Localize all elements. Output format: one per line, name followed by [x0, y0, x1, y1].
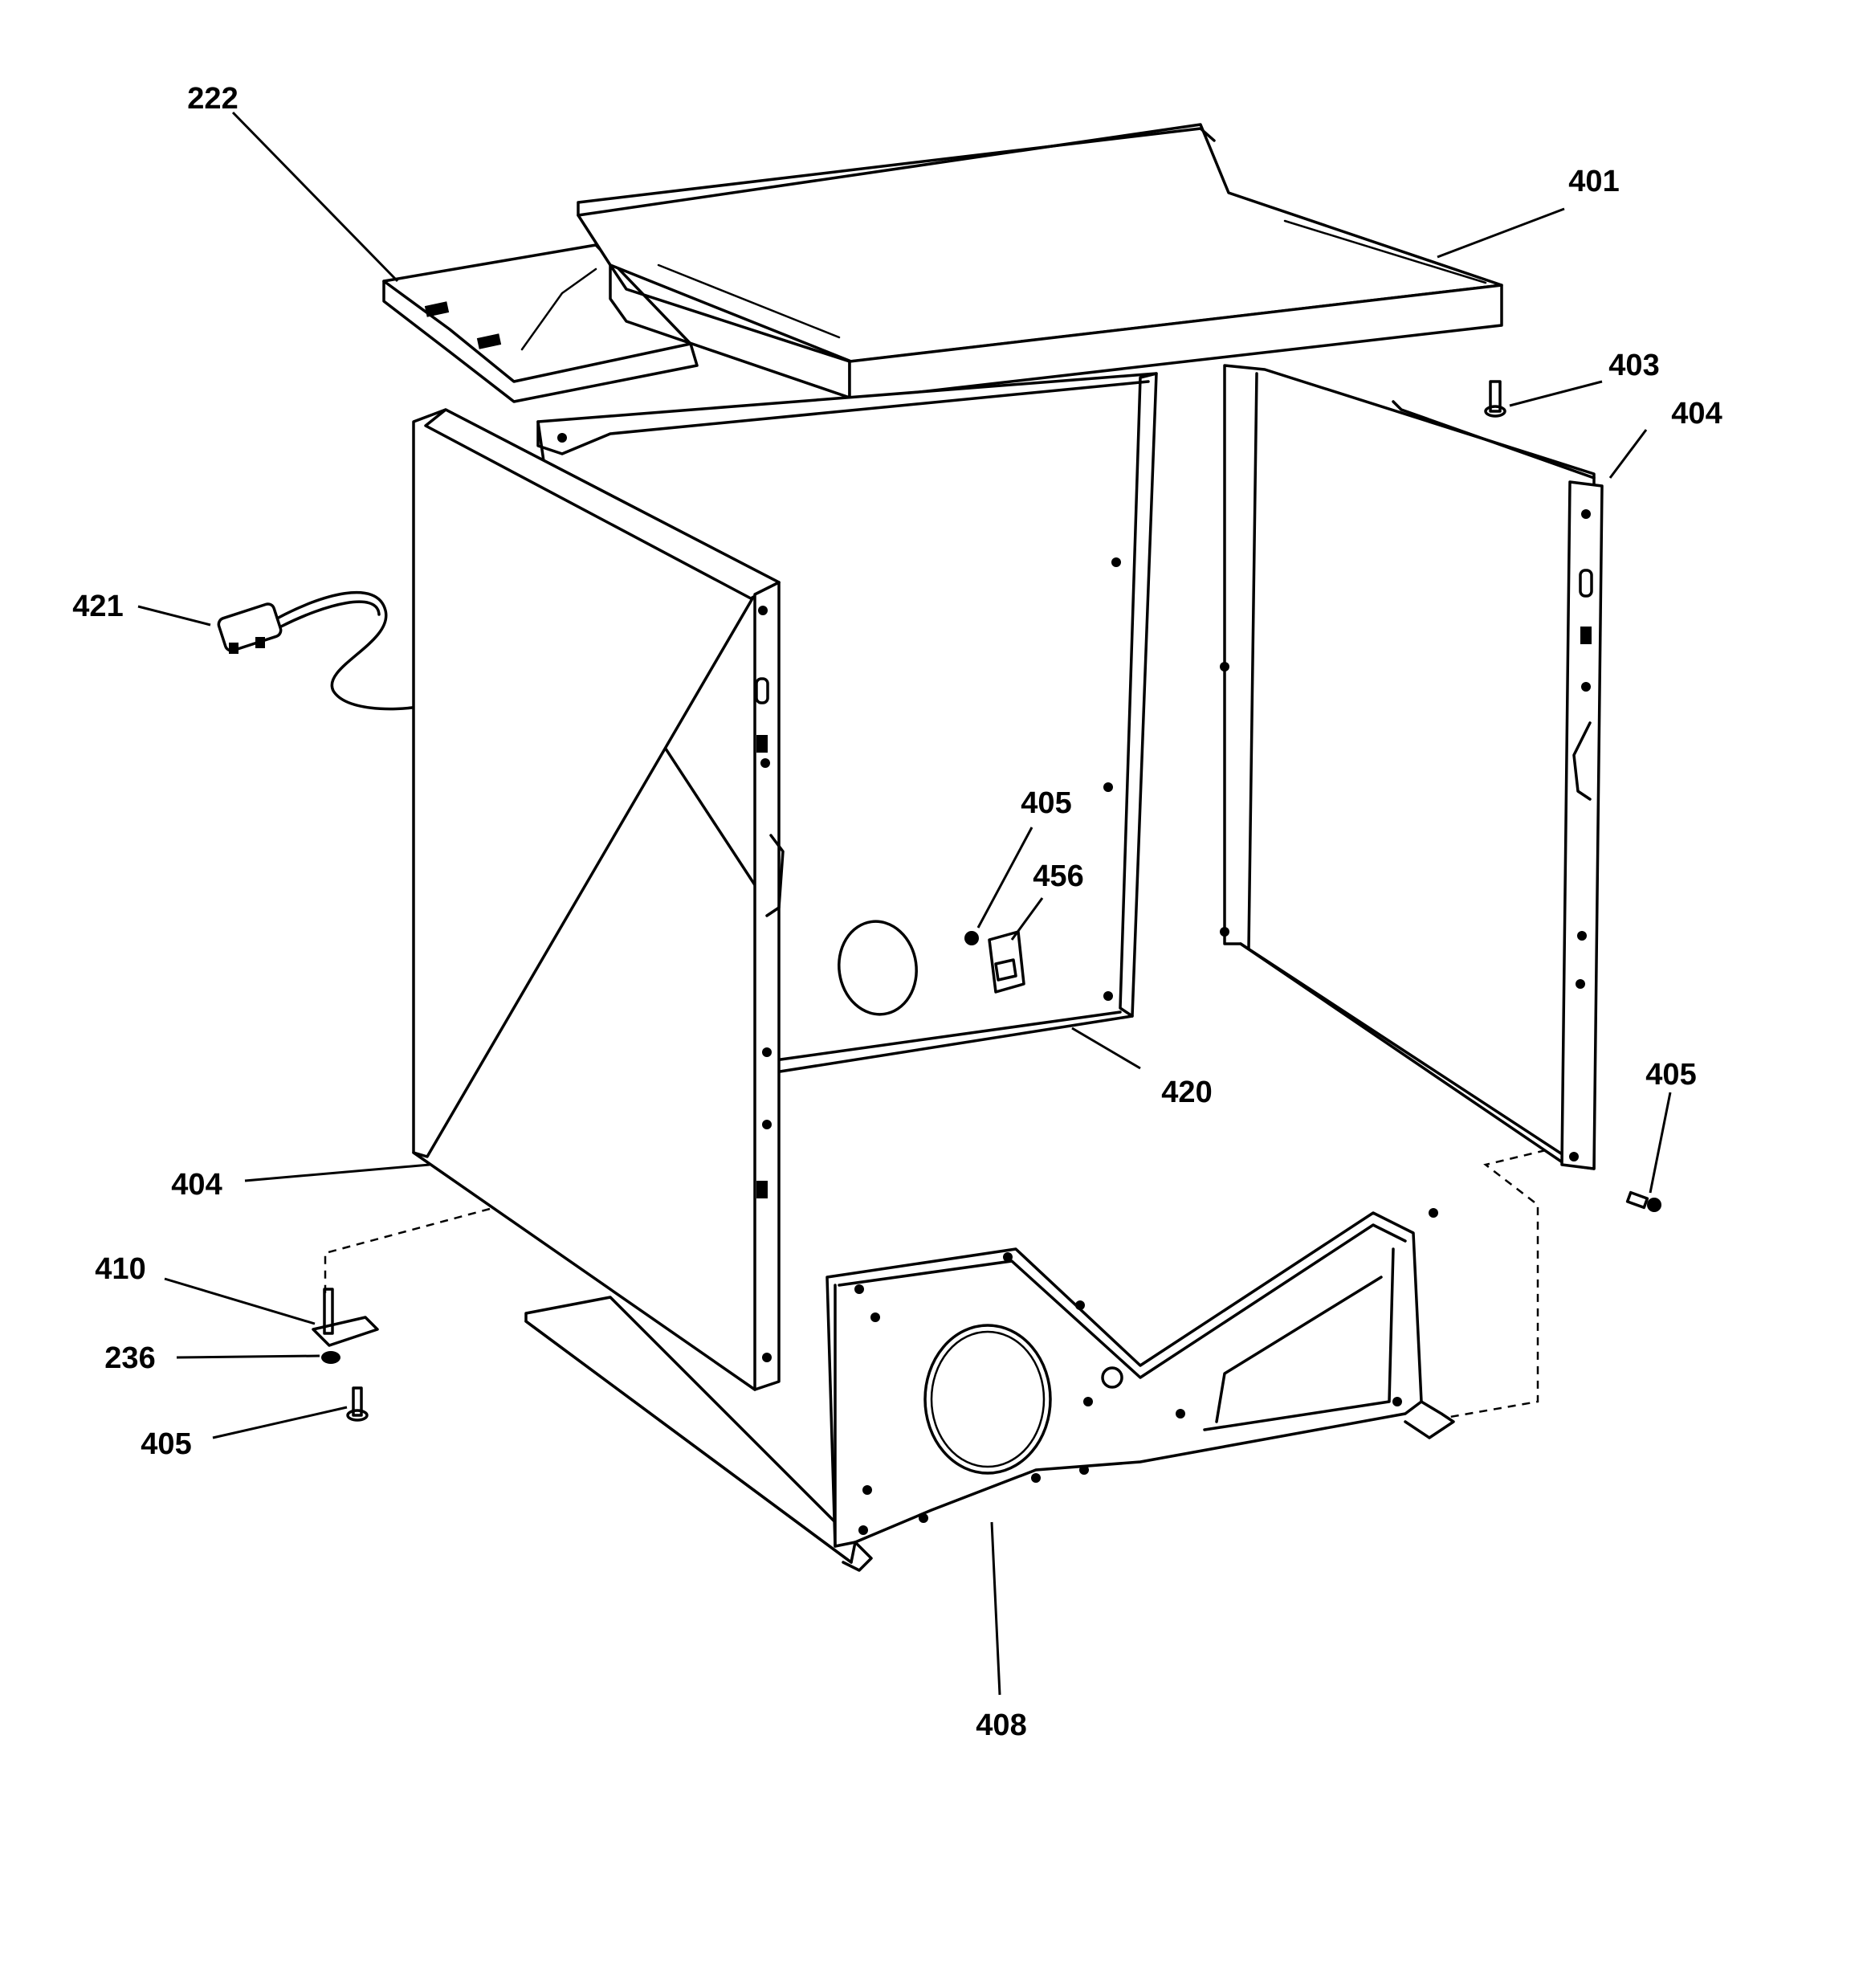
clip-456-icon — [988, 930, 1025, 994]
leveling-leg-410-icon — [312, 1288, 379, 1347]
label-408: 408 — [976, 1708, 1026, 1742]
label-404-right: 404 — [1671, 397, 1722, 431]
base-frame-part — [524, 1208, 1455, 1572]
left-side-panel-part — [412, 408, 785, 1391]
label-222: 222 — [187, 82, 238, 116]
alignment-line-right — [1445, 1149, 1547, 1419]
top-rear-bracket-part — [382, 243, 699, 403]
screw-405-left-icon — [346, 1386, 369, 1422]
leader-lines — [137, 111, 1672, 1696]
label-405-left: 405 — [141, 1427, 191, 1461]
label-405-rear: 405 — [1021, 786, 1071, 820]
label-421: 421 — [72, 590, 123, 623]
label-403: 403 — [1608, 349, 1659, 382]
right-side-panel-part — [1220, 364, 1604, 1170]
label-410: 410 — [95, 1252, 145, 1286]
power-cord-part — [217, 590, 419, 711]
nut-236-icon — [321, 1351, 340, 1364]
label-404-left: 404 — [171, 1168, 222, 1202]
screw-403-icon — [1484, 380, 1506, 418]
label-405-right: 405 — [1645, 1058, 1696, 1092]
screw-405-right-icon — [1625, 1190, 1661, 1212]
label-420: 420 — [1161, 1076, 1212, 1109]
label-401: 401 — [1568, 165, 1619, 198]
top-panel-part — [577, 123, 1503, 402]
label-456: 456 — [1033, 859, 1083, 893]
screw-405-rear-icon — [964, 931, 979, 945]
label-236: 236 — [104, 1341, 155, 1375]
alignment-line-left — [324, 1207, 491, 1293]
